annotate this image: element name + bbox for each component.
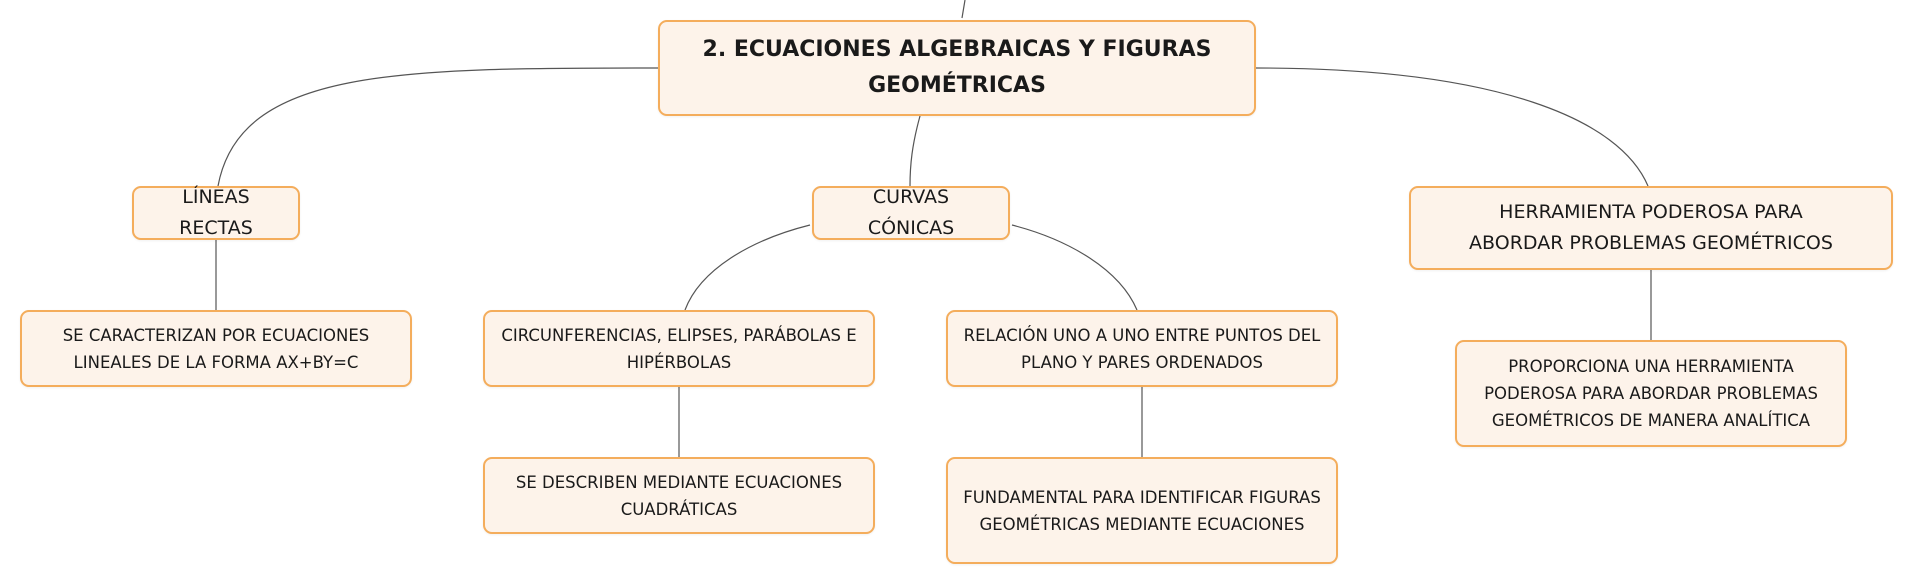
- subtopic-node-relacion-uno-a-uno[interactable]: RELACIÓN UNO A UNO ENTRE PUNTOS DEL PLAN…: [946, 310, 1338, 387]
- connector-curvas-to-relacion: [1011, 224, 1138, 311]
- subtopic-node-identificar-figuras[interactable]: FUNDAMENTAL PARA IDENTIFICAR FIGURAS GEO…: [946, 457, 1338, 564]
- subtopic-node-text: FUNDAMENTAL PARA IDENTIFICAR FIGURAS GEO…: [963, 487, 1321, 534]
- subtopic-node-text: SE DESCRIBEN MEDIANTE ECUACIONES CUADRÁT…: [515, 472, 843, 519]
- subtopic-node-text: PROPORCIONA UNA HERRAMIENTA PODEROSA PAR…: [1484, 357, 1818, 430]
- subtopic-node-circunferencias[interactable]: CIRCUNFERENCIAS, ELIPSES, PARÁBOLAS E HI…: [483, 310, 875, 387]
- connector-incoming-root: [961, 0, 966, 19]
- subtopic-node-herramienta-analitica[interactable]: PROPORCIONA UNA HERRAMIENTA PODEROSA PAR…: [1455, 340, 1847, 447]
- topic-node-text: HERRAMIENTA PODEROSA PARA ABORDAR PROBLE…: [1469, 201, 1833, 254]
- connector-curvas-to-circunferencias: [684, 224, 811, 311]
- subtopic-node-text: RELACIÓN UNO A UNO ENTRE PUNTOS DEL PLAN…: [963, 325, 1321, 372]
- subtopic-node-ecuaciones-cuadraticas[interactable]: SE DESCRIBEN MEDIANTE ECUACIONES CUADRÁT…: [483, 457, 875, 534]
- topic-node-text: LÍNEAS RECTAS: [179, 186, 253, 239]
- topic-node-herramienta-poderosa[interactable]: HERRAMIENTA PODEROSA PARA ABORDAR PROBLE…: [1409, 186, 1893, 270]
- connector-root-to-curvas-conicas: [909, 115, 921, 187]
- subtopic-node-text: CIRCUNFERENCIAS, ELIPSES, PARÁBOLAS E HI…: [501, 325, 857, 372]
- subtopic-node-ecuaciones-lineales[interactable]: SE CARACTERIZAN POR ECUACIONES LINEALES …: [20, 310, 412, 387]
- topic-node-lineas-rectas[interactable]: LÍNEAS RECTAS: [132, 186, 300, 240]
- topic-node-curvas-conicas[interactable]: CURVAS CÓNICAS: [812, 186, 1010, 240]
- root-node-text: 2. ECUACIONES ALGEBRAICAS Y FIGURAS GEOM…: [702, 37, 1212, 98]
- subtopic-node-text: SE CARACTERIZAN POR ECUACIONES LINEALES …: [62, 325, 370, 372]
- connector-root-to-herramienta: [1255, 67, 1649, 187]
- root-node[interactable]: 2. ECUACIONES ALGEBRAICAS Y FIGURAS GEOM…: [658, 20, 1256, 116]
- connector-root-to-lineas-rectas: [217, 67, 659, 187]
- topic-node-text: CURVAS CÓNICAS: [867, 186, 955, 239]
